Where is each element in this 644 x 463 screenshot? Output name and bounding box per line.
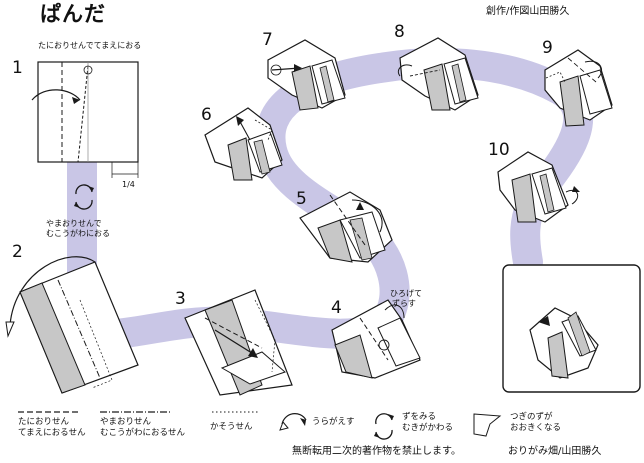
- step-number-3: 3: [175, 289, 186, 309]
- site-credit: おりがみ畑/山田勝久: [508, 446, 602, 457]
- credit-text: 創作/作図山田勝久: [486, 6, 570, 17]
- legend-valley-label-2: てまえにおるせん: [18, 428, 86, 438]
- step-number-1: 1: [12, 58, 23, 78]
- step-4-instruction-line1: ひろげて: [390, 289, 422, 298]
- step-number-9: 9: [542, 38, 553, 58]
- step-number-5: 5: [296, 189, 307, 209]
- step-number-8: 8: [394, 22, 405, 42]
- step-9-figure: [544, 49, 613, 127]
- step-5-figure: [299, 191, 393, 263]
- step-2-instruction-line1: やまおりせんで: [46, 219, 102, 228]
- step-10-figure: [497, 151, 580, 223]
- step-2-instruction-line2: むこうがわにおる: [46, 229, 110, 238]
- copyright-notice: 無断転用二次的著作物を禁止します。: [292, 446, 461, 457]
- rotate-view-icon: [374, 413, 394, 440]
- step-number-7: 7: [262, 30, 273, 50]
- step-1-instruction: たにおりせんでてまえにおる: [38, 41, 142, 50]
- step-6-figure: [204, 107, 283, 181]
- step-number-2: 2: [12, 242, 23, 262]
- legend-hidden-label: かそうせん: [210, 422, 253, 432]
- turn-over-icon: [279, 413, 307, 431]
- legend-rotate-label-2: むきがかわる: [402, 423, 454, 433]
- legend-enlarge-label-1: つぎのずが: [510, 412, 553, 422]
- enlarge-icon: [473, 413, 502, 437]
- step-3-figure: [184, 289, 293, 396]
- step-7-figure: [267, 39, 346, 111]
- legend-rotate-label-1: ずをみる: [402, 412, 437, 422]
- step-number-6: 6: [201, 105, 212, 125]
- step-4-instruction-line2: ずらす: [392, 299, 416, 308]
- legend-valley-label-1: たにおりせん: [18, 417, 70, 427]
- rotate-symbol-icon: [74, 184, 94, 210]
- step-4-figure: [331, 299, 421, 379]
- finished-model: [502, 264, 641, 393]
- page-title: ぱんだ: [40, 2, 106, 26]
- legend-turn-over-label: うらがえす: [312, 417, 355, 427]
- step-2-figure: [5, 256, 139, 394]
- step-8-figure: [397, 37, 479, 111]
- legend-enlarge-label-2: おおきくなる: [510, 423, 562, 433]
- step-1-measure: 1/4: [122, 180, 135, 189]
- legend-mountain-label-2: むこうがわにおるせん: [100, 428, 186, 438]
- step-1-figure: [31, 61, 139, 178]
- legend-mountain-label-1: やまおりせん: [100, 417, 152, 427]
- step-number-10: 10: [488, 140, 510, 160]
- step-number-4: 4: [331, 298, 342, 318]
